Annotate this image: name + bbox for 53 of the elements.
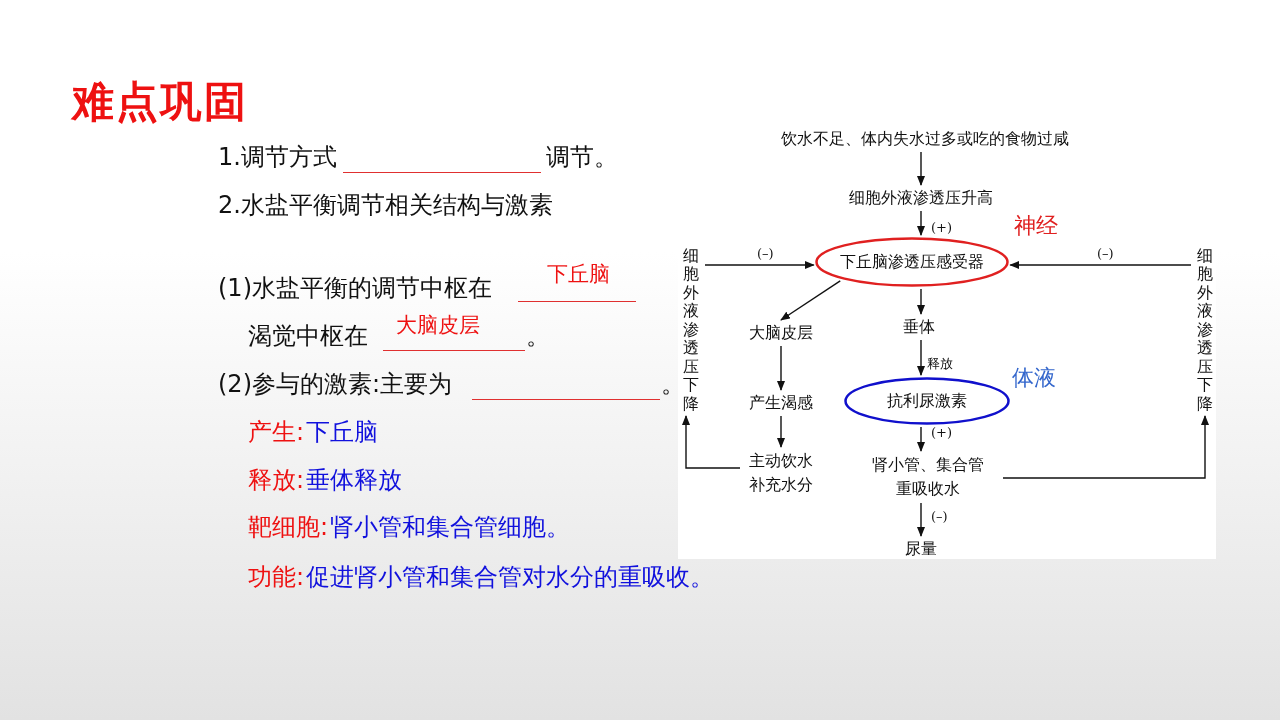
text-line: 1.调节方式 — [218, 142, 337, 172]
text-line: 下丘脑 — [547, 261, 610, 288]
text-line: 渴觉中枢在 — [248, 321, 368, 351]
node-text: 尿量 — [905, 538, 937, 560]
node-text: 下丘脑渗透压感受器 — [840, 251, 984, 273]
arrow — [917, 339, 925, 377]
text-line: 大脑皮层 — [396, 312, 480, 339]
edge-label: 释放 — [926, 357, 954, 371]
text-line: 下丘脑 — [306, 417, 378, 447]
arrow — [777, 345, 785, 391]
arrow — [917, 288, 925, 315]
arrow — [1009, 261, 1192, 269]
node-text: 垂体 — [903, 316, 935, 338]
title: 难点巩固 — [72, 76, 248, 128]
ellipse-node — [815, 237, 1009, 287]
arrow — [777, 415, 785, 448]
annotation-text: 体液 — [1012, 364, 1056, 392]
arrow — [682, 415, 741, 469]
node-text: 细胞外液渗透压升高 — [849, 187, 993, 209]
node-text: 细胞外液渗透压下降 — [682, 246, 700, 414]
edge-label: (+) — [930, 426, 954, 440]
edge-label: (+) — [930, 221, 954, 235]
arrow — [917, 151, 925, 186]
arrow — [780, 280, 841, 321]
text-line: 垂体释放 — [306, 465, 402, 495]
edge-label: (–) — [756, 247, 775, 261]
text-line: 。 — [526, 321, 550, 351]
text-line: 调节。 — [546, 142, 618, 172]
text-line: (2)参与的激素:主要为 — [218, 369, 453, 399]
text-line: 2.水盐平衡调节相关结构与激素 — [218, 190, 553, 220]
text-line: 功能: — [248, 562, 305, 592]
text-line: 肾小管和集合管细胞。 — [330, 512, 570, 542]
text-line: 促进肾小管和集合管对水分的重吸收。 — [306, 562, 714, 592]
node-text: 饮水不足、体内失水过多或吃的食物过咸 — [781, 128, 1069, 150]
annotation-text: 神经 — [1014, 212, 1058, 240]
arrow — [917, 426, 925, 452]
node-text: 抗利尿激素 — [887, 390, 967, 412]
edge-label: (–) — [930, 510, 949, 524]
arrow — [917, 210, 925, 237]
node-text: 细胞外液渗透压下降 — [1196, 246, 1214, 414]
arrow — [704, 261, 815, 269]
edge-label: (–) — [1096, 247, 1115, 261]
text-line: 释放: — [248, 465, 305, 495]
arrow — [1002, 415, 1209, 479]
node-text: 主动饮水补充水分 — [748, 450, 814, 496]
text-line: (1)水盐平衡的调节中枢在 — [218, 273, 492, 303]
ellipse-node — [844, 377, 1010, 425]
text-line: 产生: — [248, 417, 305, 447]
node-text: 产生渴感 — [749, 392, 813, 414]
node-text: 肾小管、集合管重吸收水 — [871, 454, 985, 500]
arrow — [917, 502, 925, 537]
node-text: 大脑皮层 — [749, 322, 813, 344]
text-line: 靶细胞: — [248, 512, 329, 542]
